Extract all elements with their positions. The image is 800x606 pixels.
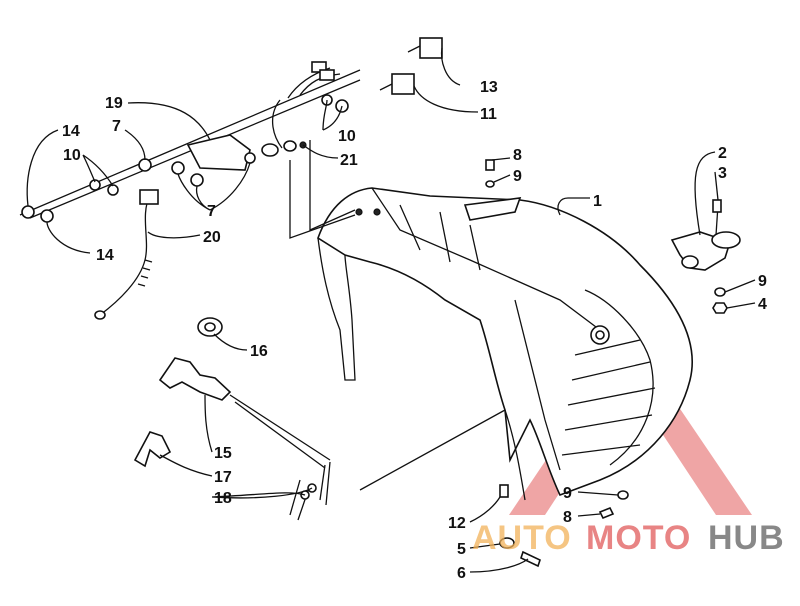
callout-10-left: 10 bbox=[63, 147, 81, 164]
callout-16: 16 bbox=[250, 343, 268, 360]
watermark-wordmark: AUTO MOTO HUB bbox=[472, 519, 785, 557]
callout-9-bottom: 9 bbox=[563, 485, 572, 502]
washer-9b bbox=[617, 490, 629, 500]
callout-14-bottom: 14 bbox=[96, 247, 114, 264]
callout-9-right: 9 bbox=[758, 273, 767, 290]
callout-3: 3 bbox=[718, 165, 727, 182]
callout-9-top: 9 bbox=[513, 168, 522, 185]
callout-1: 1 bbox=[593, 193, 602, 210]
mount-bracket bbox=[670, 199, 741, 271]
lever-17 bbox=[133, 431, 172, 468]
watermark-hub: HUB bbox=[708, 519, 785, 557]
callout-8-bottom: 8 bbox=[563, 509, 572, 526]
callout-5: 5 bbox=[457, 541, 466, 558]
lever-15 bbox=[158, 357, 232, 401]
plate-19 bbox=[186, 134, 251, 171]
callout-6: 6 bbox=[457, 565, 466, 582]
callout-18: 18 bbox=[214, 490, 232, 507]
fasteners bbox=[485, 159, 728, 568]
washer-9a bbox=[714, 287, 726, 297]
callout-7-bottom: 7 bbox=[207, 203, 216, 220]
callout-7-top: 7 bbox=[112, 118, 121, 135]
nut-4 bbox=[712, 302, 728, 314]
callout-2: 2 bbox=[718, 145, 727, 162]
callout-11: 11 bbox=[480, 106, 497, 123]
washer-5 bbox=[499, 537, 515, 549]
bracket-tab bbox=[463, 197, 522, 221]
callout-4: 4 bbox=[758, 296, 767, 313]
callout-14-top: 14 bbox=[62, 123, 80, 140]
switch-13 bbox=[419, 37, 443, 59]
tether-clip bbox=[139, 189, 159, 205]
callout-13: 13 bbox=[480, 79, 498, 96]
screw-8b bbox=[598, 506, 615, 520]
watermark-moto: MOTO bbox=[586, 519, 691, 557]
spacer-12 bbox=[499, 484, 509, 498]
switch-11 bbox=[391, 73, 415, 95]
callout-20: 20 bbox=[203, 229, 221, 246]
hood-panel bbox=[317, 187, 693, 501]
leader-lines bbox=[26, 47, 756, 573]
washer-9 bbox=[485, 180, 495, 188]
callout-15: 15 bbox=[214, 445, 232, 462]
watermark-auto: AUTO bbox=[472, 519, 572, 557]
callout-19: 19 bbox=[105, 95, 123, 112]
callout-10-right: 10 bbox=[338, 128, 356, 145]
switch-harness bbox=[19, 37, 443, 320]
bolt-6 bbox=[520, 550, 541, 568]
callout-21: 21 bbox=[340, 152, 358, 169]
callout-labels: 1 2 3 4 5 6 7 7 8 8 9 9 9 10 10 11 12 13… bbox=[62, 79, 767, 582]
screw-8a bbox=[485, 159, 495, 171]
callout-8-top: 8 bbox=[513, 147, 522, 164]
callout-12: 12 bbox=[448, 515, 466, 532]
callout-17: 17 bbox=[214, 469, 232, 486]
throttle-assembly bbox=[133, 317, 331, 521]
